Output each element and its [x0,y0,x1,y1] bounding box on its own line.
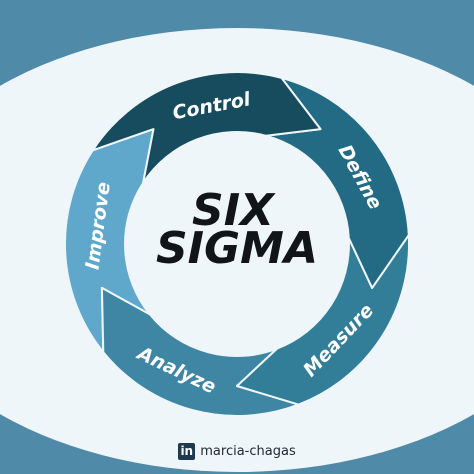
phase-arrow-analyze [100,286,300,417]
phase-arrow-measure [236,234,411,406]
author-credit: in marcia-chagas [0,440,474,462]
center-title-line-1: SIX [192,185,276,236]
phase-arrow-control [91,71,322,184]
cycle-ring [63,71,411,417]
linkedin-icon[interactable]: in [178,442,196,460]
author-handle[interactable]: marcia-chagas [200,443,296,459]
phase-arrow-define [265,76,410,289]
center-title-line-2: SIGMA [156,223,318,274]
